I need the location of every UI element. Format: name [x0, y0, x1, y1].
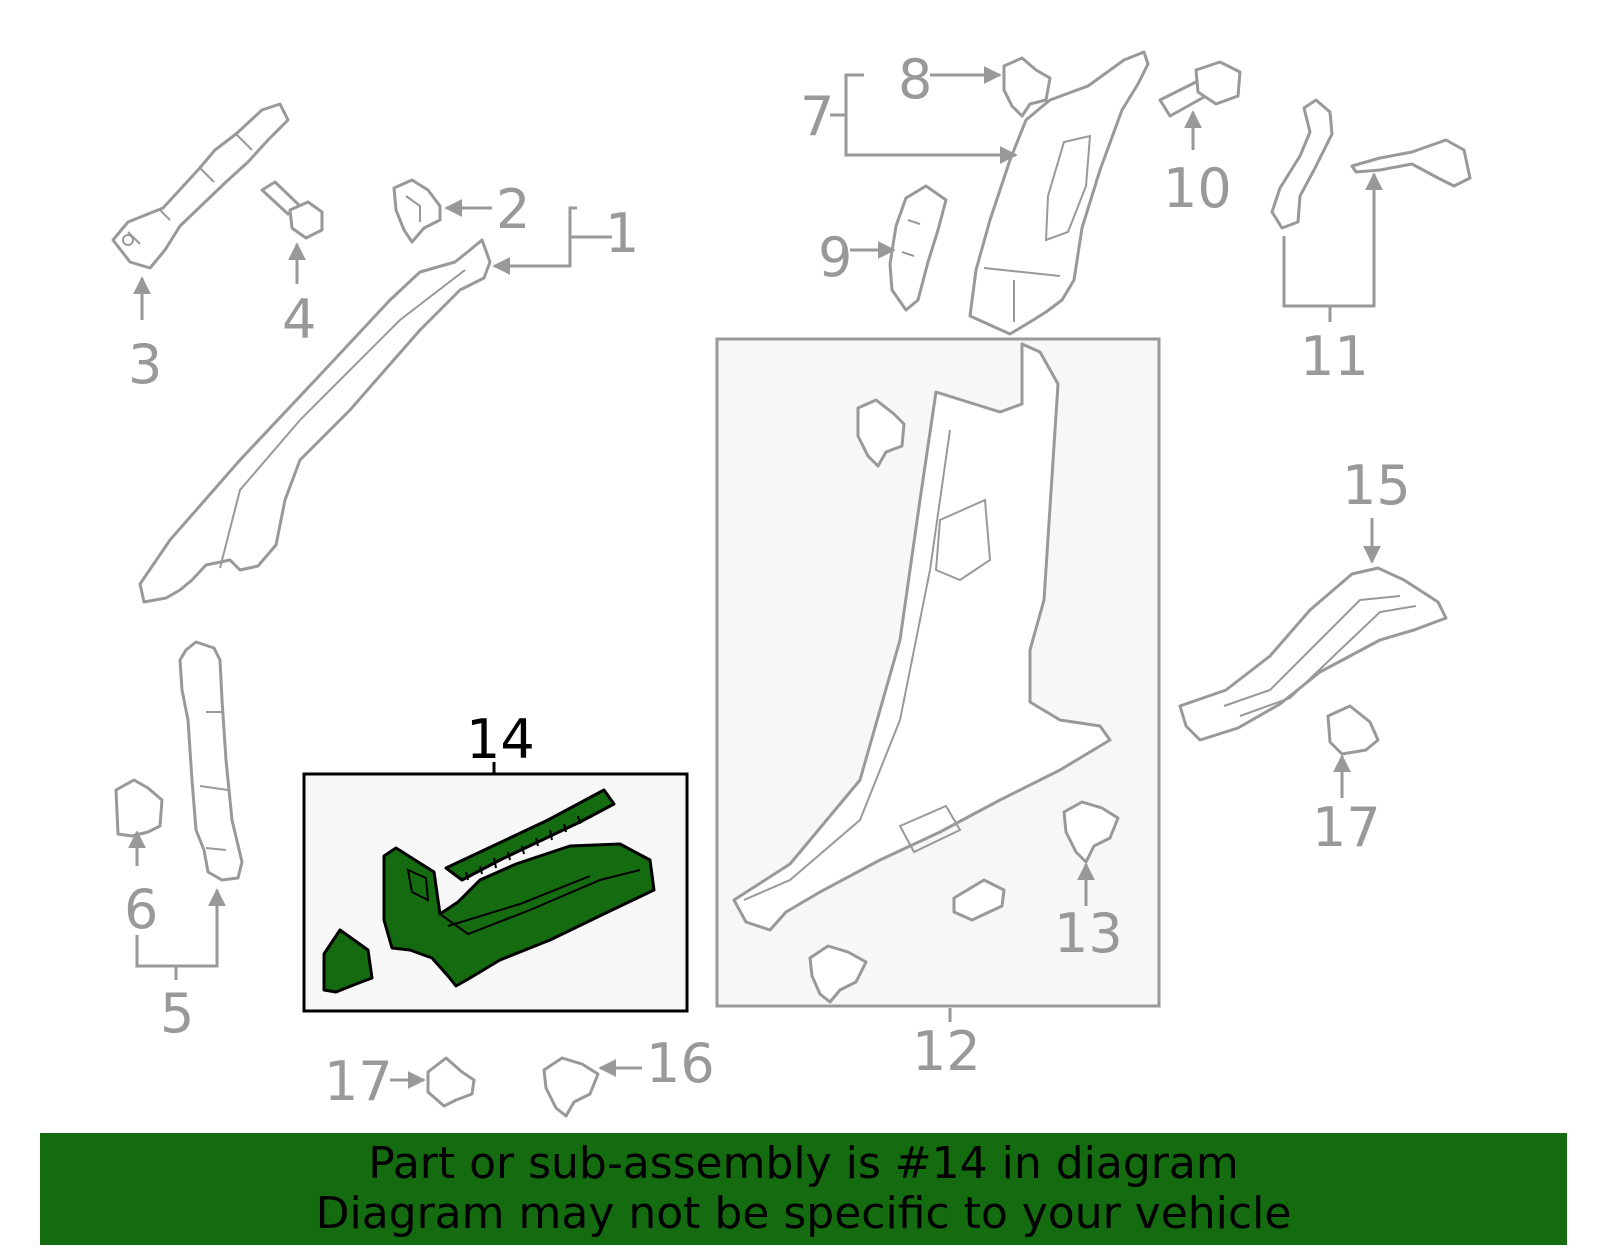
part-12-pillar-sill-trim[interactable] — [732, 342, 1112, 1004]
part-5-pillar-trim[interactable] — [178, 640, 244, 882]
part-17-clip-right[interactable] — [1326, 704, 1380, 756]
callout-14[interactable]: 14 — [466, 708, 535, 771]
callout-9[interactable]: 9 — [818, 226, 852, 289]
callout-17-right[interactable]: 17 — [1312, 796, 1381, 859]
part-1-a-pillar-trim[interactable] — [138, 238, 492, 604]
part-2-clip[interactable] — [392, 178, 442, 244]
banner-line-disclaimer: Diagram may not be specific to your vehi… — [315, 1188, 1292, 1239]
callout-1[interactable]: 1 — [605, 202, 639, 265]
callout-2[interactable]: 2 — [496, 178, 530, 241]
part-15-step-plate[interactable] — [1178, 566, 1448, 742]
callout-12[interactable]: 12 — [912, 1020, 981, 1083]
part-4-bolt[interactable] — [260, 180, 324, 240]
banner-line-part-info: Part or sub-assembly is #14 in diagram — [368, 1138, 1239, 1189]
callout-15[interactable]: 15 — [1342, 454, 1411, 517]
part-10-bolt[interactable] — [1158, 60, 1242, 118]
part-7-b-pillar-upper[interactable] — [968, 50, 1150, 336]
callout-7[interactable]: 7 — [800, 85, 834, 148]
callout-4[interactable]: 4 — [282, 288, 316, 351]
callout-3[interactable]: 3 — [128, 333, 162, 396]
callout-6[interactable]: 6 — [124, 878, 158, 941]
callout-8[interactable]: 8 — [898, 48, 932, 111]
part-11-grab-handle[interactable] — [1270, 98, 1472, 230]
part-6-clip[interactable] — [114, 778, 164, 838]
part-14-scuff-plate[interactable] — [322, 788, 656, 994]
callout-13[interactable]: 13 — [1054, 902, 1123, 965]
part-9-bracket[interactable] — [888, 184, 948, 312]
callout-5[interactable]: 5 — [160, 982, 194, 1045]
callout-10[interactable]: 10 — [1163, 157, 1232, 220]
part-17-clip-bottom[interactable] — [426, 1056, 476, 1108]
part-8-clip[interactable] — [1002, 56, 1052, 118]
callout-11[interactable]: 11 — [1300, 325, 1369, 388]
callout-17-bottom[interactable]: 17 — [324, 1050, 393, 1113]
part-16-clip[interactable] — [542, 1056, 600, 1118]
part-3-bracket[interactable] — [111, 102, 290, 270]
part-13-clip[interactable] — [1062, 800, 1120, 864]
info-banner: Part or sub-assembly is #14 in diagram D… — [40, 1133, 1567, 1245]
callout-16[interactable]: 16 — [646, 1032, 715, 1095]
